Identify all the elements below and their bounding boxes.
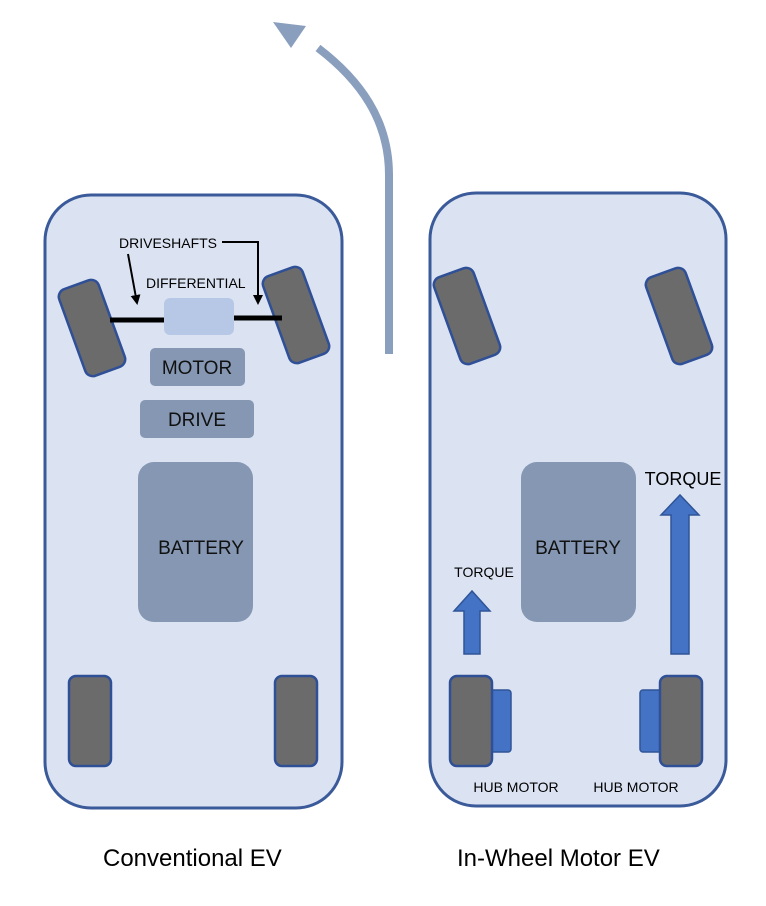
conventional-rear-right-wheel [273,674,319,768]
torque-label-large: TORQUE [645,469,722,489]
conventional-front-right-wheel [261,265,331,365]
conventional-rear-left-wheel [67,674,113,768]
motor-label: MOTOR [162,358,232,379]
conventional-battery-box [138,462,253,622]
drive-box [140,400,254,438]
conventional-ev: MOTOR DRIVE BATTERY DRIVESHAFTS DIFFEREN… [43,193,344,810]
in-wheel-front-right-wheel [644,266,714,366]
differential-label: DIFFERENTIAL [146,275,246,291]
torque-arrow-large [659,493,701,655]
conventional-ev-caption: Conventional EV [103,845,282,872]
driveshafts-right-arrow [222,241,263,305]
in-wheel-front-left-wheel [432,266,502,366]
in-wheel-battery-label: BATTERY [535,538,621,559]
in-wheel-battery-box [521,462,636,622]
torque-arrow-small [452,589,492,655]
driveshafts-label: DRIVESHAFTS [119,235,217,251]
driveshafts-left-arrow [127,253,141,305]
in-wheel-motor-ev-caption: In-Wheel Motor EV [457,845,660,872]
in-wheel-rear-right-wheel [658,674,704,768]
torque-label-small: TORQUE [454,564,514,580]
direction-arrow-shaft [315,44,393,354]
direction-arrowhead [273,22,306,48]
in-wheel-rear-left-wheel [448,674,494,768]
hub-motor-left-label: HUB MOTOR [473,779,558,795]
motor-box [150,348,245,386]
direction-arrow [273,22,393,354]
hub-motor-right-label: HUB MOTOR [593,779,678,795]
drive-label: DRIVE [168,410,226,431]
conventional-battery-label: BATTERY [158,538,244,559]
differential-box [164,298,234,335]
in-wheel-motor-ev: BATTERY TORQUE TORQUE HUB MOTOR HUB MOTO… [428,191,728,808]
direction-arrow-gap [303,34,322,50]
